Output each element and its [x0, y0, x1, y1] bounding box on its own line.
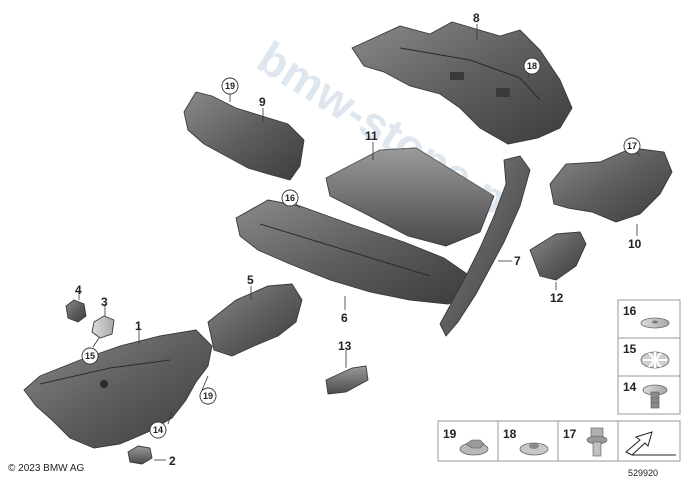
part-3-small-pad	[91, 315, 115, 339]
svg-text:18: 18	[527, 61, 537, 71]
part-4-small-bracket	[65, 299, 87, 323]
circled-callout-15: 15	[81, 347, 99, 365]
push-rivet-icon	[642, 384, 668, 409]
legend-label-16: 16	[623, 304, 637, 318]
callout-11: 11	[365, 129, 378, 143]
callout-9: 9	[259, 95, 266, 109]
part-10-wheel-arch-insulation	[549, 147, 673, 223]
svg-text:14: 14	[153, 425, 163, 435]
legend-label-15: 15	[623, 342, 637, 356]
circled-callout-19-bottom: 19	[199, 387, 217, 405]
diagram-code: 529920	[628, 468, 659, 478]
svg-text:16: 16	[285, 193, 295, 203]
circled-callout-17: 17	[623, 137, 641, 155]
star-washer-icon	[640, 351, 670, 369]
part-13-block-insulation	[325, 365, 369, 395]
svg-text:17: 17	[627, 141, 637, 151]
circled-callout-19-top: 19	[221, 77, 239, 95]
part-9-side-insulation	[183, 91, 305, 181]
legend-label-18: 18	[503, 427, 517, 441]
callout-7: 7	[514, 254, 521, 268]
hex-nut-icon	[459, 439, 489, 456]
callout-8: 8	[473, 11, 480, 25]
callout-5: 5	[247, 273, 254, 287]
clip-nut-icon	[519, 442, 549, 456]
callout-3: 3	[101, 295, 108, 309]
callout-10: 10	[628, 237, 642, 251]
fastener-legend: 16 15 14 19 18 17	[437, 299, 681, 462]
circled-callout-18: 18	[523, 57, 541, 75]
svg-text:15: 15	[85, 351, 95, 361]
svg-text:19: 19	[225, 81, 235, 91]
svg-text:19: 19	[203, 391, 213, 401]
part-8-rear-insulation	[351, 21, 573, 145]
direction-arrow-icon	[625, 431, 676, 456]
callout-6: 6	[341, 311, 348, 325]
circled-callout-16: 16	[281, 189, 299, 207]
part-2-plug	[127, 445, 153, 465]
callout-2: 2	[169, 454, 176, 468]
callout-4: 4	[75, 283, 82, 297]
part-5-tunnel-insulation	[207, 283, 303, 357]
callout-13: 13	[338, 339, 352, 353]
part-1-front-floor-insulation	[23, 329, 213, 449]
expanding-clip-icon	[586, 427, 608, 457]
legend-label-14: 14	[623, 380, 637, 394]
legend-label-19: 19	[443, 427, 457, 441]
legend-label-17: 17	[563, 427, 577, 441]
part-12-wedge-insulation	[529, 231, 587, 281]
circled-callout-14: 14	[149, 421, 167, 439]
callout-12: 12	[550, 291, 564, 305]
callout-1: 1	[135, 319, 142, 333]
copyright-label: © 2023 BMW AG	[8, 463, 85, 474]
part-7-side-strip	[439, 155, 531, 337]
